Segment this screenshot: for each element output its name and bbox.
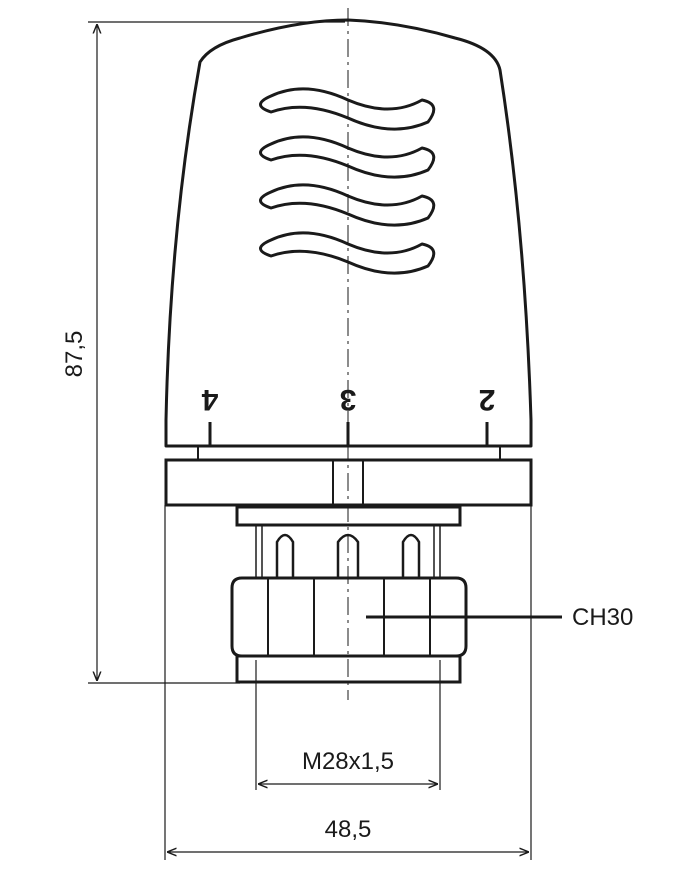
dimension-lines xyxy=(97,24,529,852)
collar-slot xyxy=(332,459,364,506)
scale-mark-2: 2 xyxy=(479,383,496,416)
head-body xyxy=(164,18,533,448)
lower-plate xyxy=(235,505,462,527)
pin-side-lines xyxy=(255,525,441,578)
thread-dimension-label: M28x1,5 xyxy=(302,748,394,775)
nut-base xyxy=(235,654,462,684)
wrench-size-label: CH30 xyxy=(572,604,633,631)
scale-ticks xyxy=(208,422,489,446)
pins xyxy=(275,533,421,578)
grip-grooves xyxy=(259,87,436,275)
width-dimension-label: 48,5 xyxy=(325,816,372,843)
head-ring xyxy=(197,445,501,461)
scale-mark-4: 4 xyxy=(201,383,218,416)
scale-mark-3: 3 xyxy=(340,383,357,416)
extension-lines xyxy=(88,21,532,860)
height-dimension-label: 87,5 xyxy=(61,331,88,378)
